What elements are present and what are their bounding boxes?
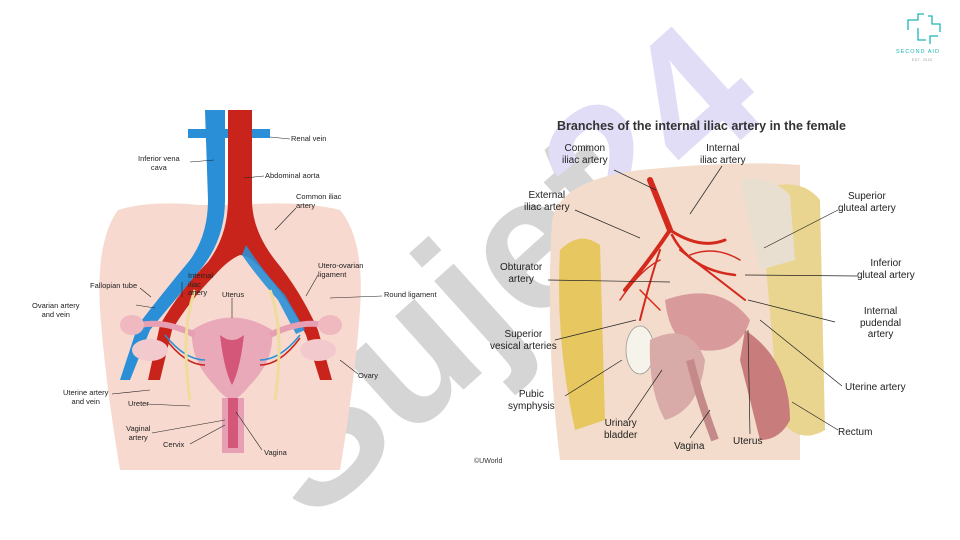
label-ureter: Ureter — [128, 399, 149, 408]
label-round-ligament: Round ligament — [384, 290, 437, 299]
label-vagina-left: Vagina — [264, 448, 287, 457]
label-superior-gluteal-artery: Superior gluteal artery — [838, 191, 896, 214]
label-vaginal-artery: Vaginal artery — [126, 424, 151, 442]
label-ovarian-artery-and-vein: Ovarian artery and vein — [32, 301, 80, 319]
label-internal-pudendal-artery: Internal pudendal artery — [860, 306, 902, 340]
label-fallopian-tube: Fallopian tube — [90, 281, 138, 290]
label-external-iliac-artery: External iliac artery — [524, 190, 570, 213]
label-obturator-artery: Obturator artery — [500, 262, 543, 285]
label-uterus-right: Uterus — [733, 436, 763, 447]
label-rectum: Rectum — [838, 427, 873, 438]
label-pubic-symphysis: Pubic symphysis — [508, 389, 555, 412]
ovary-left-shape — [132, 339, 168, 361]
rectum-shape — [740, 330, 790, 440]
label-uterine-artery-and-vein: Uterine artery and vein — [63, 388, 109, 406]
label-superior-vesical-arteries: Superior vesical arteries — [490, 329, 557, 352]
copyright-text: ©UWorld — [474, 458, 503, 465]
label-uterine-artery: Uterine artery — [845, 382, 906, 393]
label-renal-vein: Renal vein — [291, 134, 327, 143]
label-ovary: Ovary — [358, 371, 379, 380]
arterial-tree — [619, 177, 746, 321]
label-utero-ovarian-ligament: Utero-ovarian ligament — [318, 261, 364, 279]
label-internal-iliac-artery-right: Internal iliac artery — [700, 143, 746, 166]
label-uterus-left: Uterus — [222, 290, 245, 299]
label-inferior-vena-cava: Inferior vena cava — [138, 154, 180, 172]
logo-text: SECOND AID — [896, 49, 940, 55]
urinary-bladder-shape — [649, 333, 705, 420]
label-vagina-right: Vagina — [674, 441, 705, 452]
label-common-iliac-artery-left: Common iliac artery — [296, 192, 342, 210]
logo-subtext: EST. 2020 — [912, 58, 933, 62]
right-diagram-title: Branches of the internal iliac artery in… — [557, 119, 846, 133]
label-common-iliac-artery-right: Common iliac artery — [562, 143, 608, 166]
label-urinary-bladder: Urinary bladder — [604, 418, 638, 441]
label-abdominal-aorta: Abdominal aorta — [265, 171, 320, 180]
ovary-right-shape — [300, 339, 336, 361]
label-inferior-gluteal-artery: Inferior gluteal artery — [857, 258, 915, 281]
label-internal-iliac-artery-left: Internal iliac artery — [188, 271, 214, 298]
abdominal-aorta-shape — [148, 110, 332, 380]
label-cervix: Cervix — [163, 440, 185, 449]
